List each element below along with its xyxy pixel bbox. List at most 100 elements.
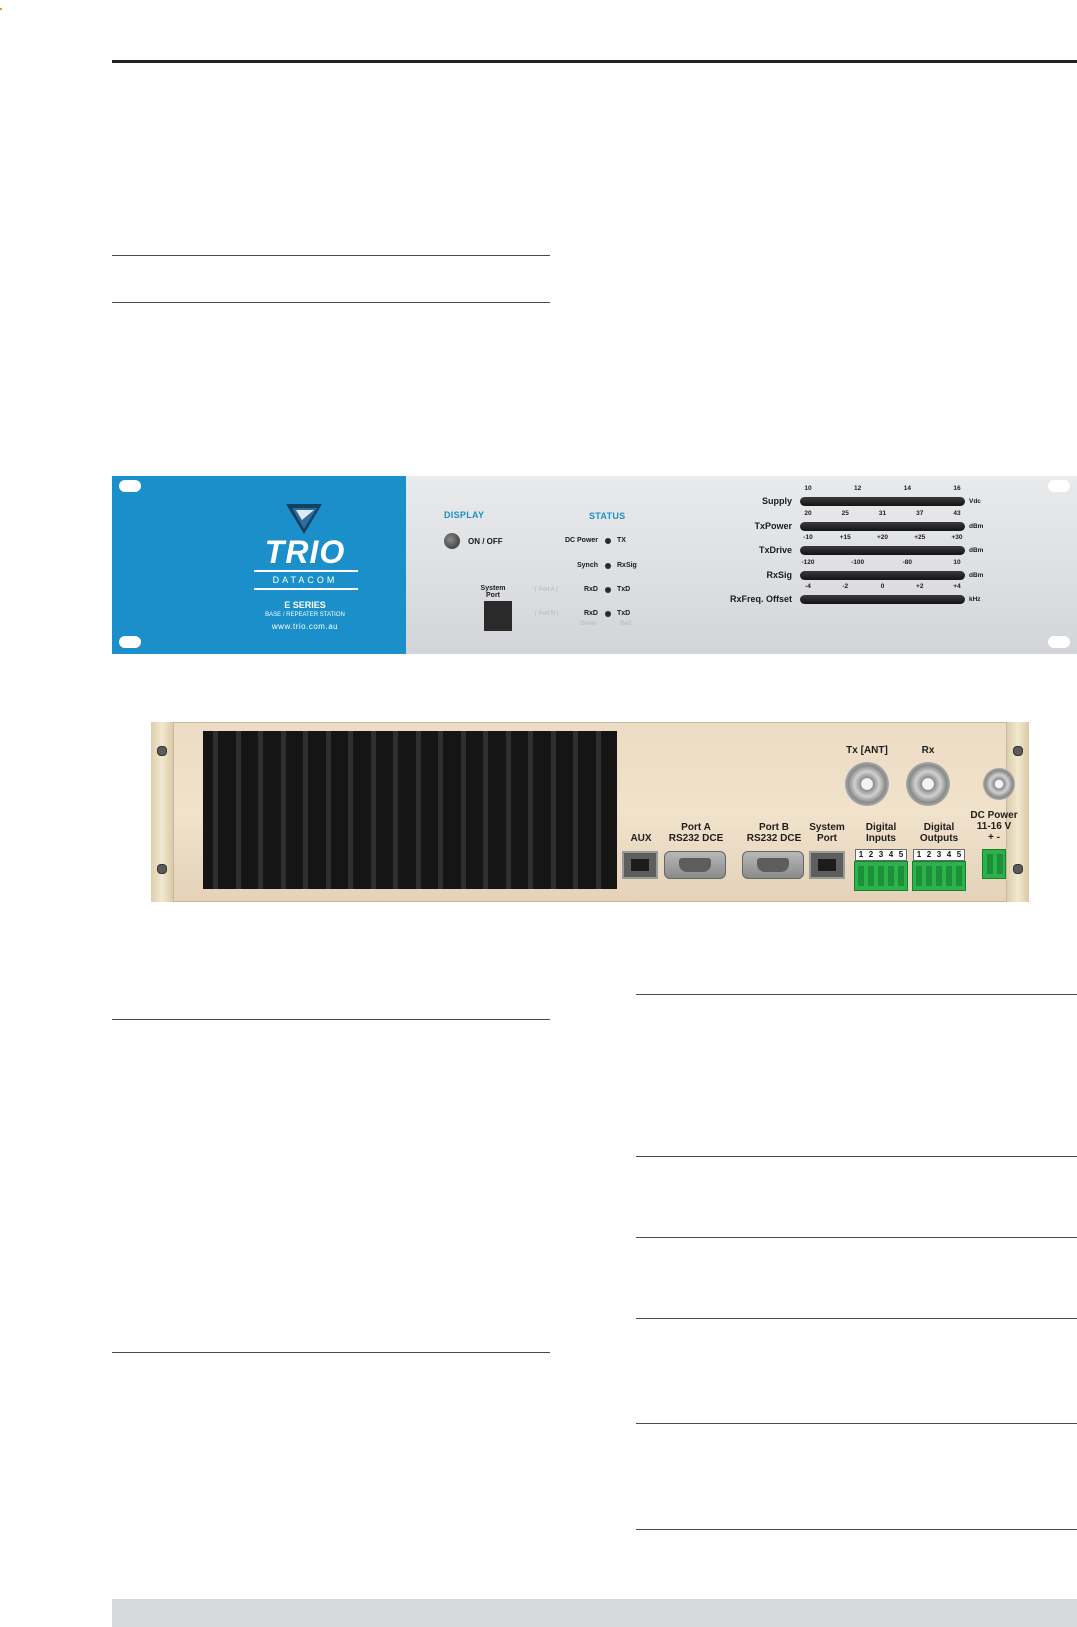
meter-unit: Vdc: [969, 498, 981, 505]
pin-number: 2: [868, 850, 874, 859]
terminal-pin: [956, 866, 962, 886]
status-left-label: RxD: [583, 610, 598, 617]
meter-tick-label: 43: [953, 510, 961, 517]
meter-name: Supply: [761, 496, 792, 506]
port-tag: [ Port B ]: [535, 611, 559, 617]
pin-number: 5: [898, 850, 904, 859]
meter-bar: [800, 571, 965, 580]
dc-polarity-label: + -: [988, 832, 1000, 843]
meter-unit: dBm: [969, 547, 984, 554]
status-right-label: TxD: [617, 610, 631, 617]
corner-mark: [0, 8, 2, 10]
digital-inputs-label-1: Digital: [865, 822, 897, 833]
pin-number: 3: [878, 850, 884, 859]
rack-ear-left: [151, 722, 173, 902]
meter-tick-label: +4: [953, 583, 961, 590]
terminal-pin: [946, 866, 952, 886]
meter-tick-label: +20: [876, 534, 889, 541]
digital-outputs-label-1: Digital: [923, 822, 955, 833]
heatsink-fin: [280, 731, 286, 889]
rear-panel-image: AUX Port A RS232 DCE Port B RS232 DCE Sy…: [151, 722, 1029, 902]
meter-tick-label: -2: [842, 583, 849, 590]
dc-power-terminal[interactable]: [982, 849, 1006, 879]
meter-tick-label: 20: [804, 510, 812, 517]
status-led: [605, 587, 611, 593]
digital-inputs-label-2: Inputs: [866, 833, 896, 844]
pin-number: 5: [956, 850, 962, 859]
terminal-pin: [858, 866, 864, 886]
rack-slot: [1048, 480, 1070, 492]
terminal-pin: [868, 866, 874, 886]
heatsink-fin: [370, 731, 376, 889]
section-rule: [112, 1019, 550, 1020]
meter-tick-label: +2: [916, 583, 924, 590]
section-rule: [636, 1423, 1077, 1424]
digital-outputs-label-2: Outputs: [919, 833, 959, 844]
port-b-connector[interactable]: [742, 851, 804, 879]
heatsink-fin: [573, 731, 578, 889]
system-port[interactable]: [809, 851, 845, 879]
heatsink-fin: [528, 731, 533, 889]
tx-antenna-connector[interactable]: [845, 762, 889, 806]
port-a-connector[interactable]: [664, 851, 726, 879]
pin-number: 1: [858, 850, 864, 859]
meter-name: RxSig: [766, 570, 792, 580]
meter-tick-label: 37: [916, 510, 924, 517]
terminal-pin: [898, 866, 904, 886]
heatsink-fin: [460, 731, 466, 889]
aux-port[interactable]: [622, 851, 658, 879]
meter-tick-label: 10: [804, 485, 812, 492]
rx-connector[interactable]: [906, 762, 950, 806]
meter-tick-label: +25: [914, 534, 926, 541]
section-rule: [636, 1156, 1077, 1157]
meter-unit: dBm: [969, 523, 984, 530]
meter-name: RxFreq. Offset: [729, 594, 792, 604]
status-left-label: RxD: [583, 586, 598, 593]
status-led: [605, 538, 611, 544]
terminal-pin: [878, 866, 884, 886]
meter-tick-label: 31: [878, 510, 887, 517]
dc-power-label-2: 11-16 V: [976, 821, 1012, 832]
meter-tick-label: -100: [851, 559, 865, 566]
meter-bar: [800, 546, 965, 555]
rack-slot: [119, 480, 141, 492]
system-port-front-label: System Port: [480, 585, 506, 599]
heatsink-fin: [483, 731, 488, 889]
screw-icon: [1013, 864, 1023, 874]
brand-rule: [254, 570, 358, 572]
heatsink-fin: [393, 731, 398, 889]
on-off-button[interactable]: [444, 533, 460, 549]
meter-tick-label: 14: [903, 485, 911, 492]
meter-tick-label: +15: [839, 534, 851, 541]
pin-number: 2: [926, 850, 932, 859]
heatsink-fin: [415, 731, 421, 889]
led-color-right: Red: [620, 621, 632, 627]
led-color-left: Green: [580, 621, 597, 627]
meter-tick-label: 0: [880, 583, 885, 590]
url-label: www.trio.com.au: [271, 622, 339, 631]
status-right-label: RxSig: [617, 562, 637, 569]
footer-band: [112, 1599, 1077, 1627]
meter-tick-label: 16: [953, 485, 961, 492]
trio-logo-icon: [286, 504, 322, 534]
heatsink-fin: [303, 731, 308, 889]
port-a-label-2: RS232 DCE: [668, 833, 724, 844]
tx-label: Tx [ANT]: [846, 745, 888, 756]
heatsink-fin: [505, 731, 511, 889]
meter-bar: [800, 522, 965, 531]
brand-sub: DATACOM: [272, 575, 338, 585]
system-port-front[interactable]: [484, 601, 512, 631]
status-led: [605, 611, 611, 617]
dc-power-label-1: DC Power: [970, 810, 1018, 821]
heatsink-fin: [438, 731, 443, 889]
heatsink-fin: [258, 731, 263, 889]
heatsink: [203, 731, 617, 889]
terminal-pin: [916, 866, 922, 886]
rack-slot: [1048, 636, 1070, 648]
system-port-label-2: Port: [817, 833, 837, 844]
dc-power-connector[interactable]: [983, 768, 1015, 800]
screw-icon: [157, 746, 167, 756]
